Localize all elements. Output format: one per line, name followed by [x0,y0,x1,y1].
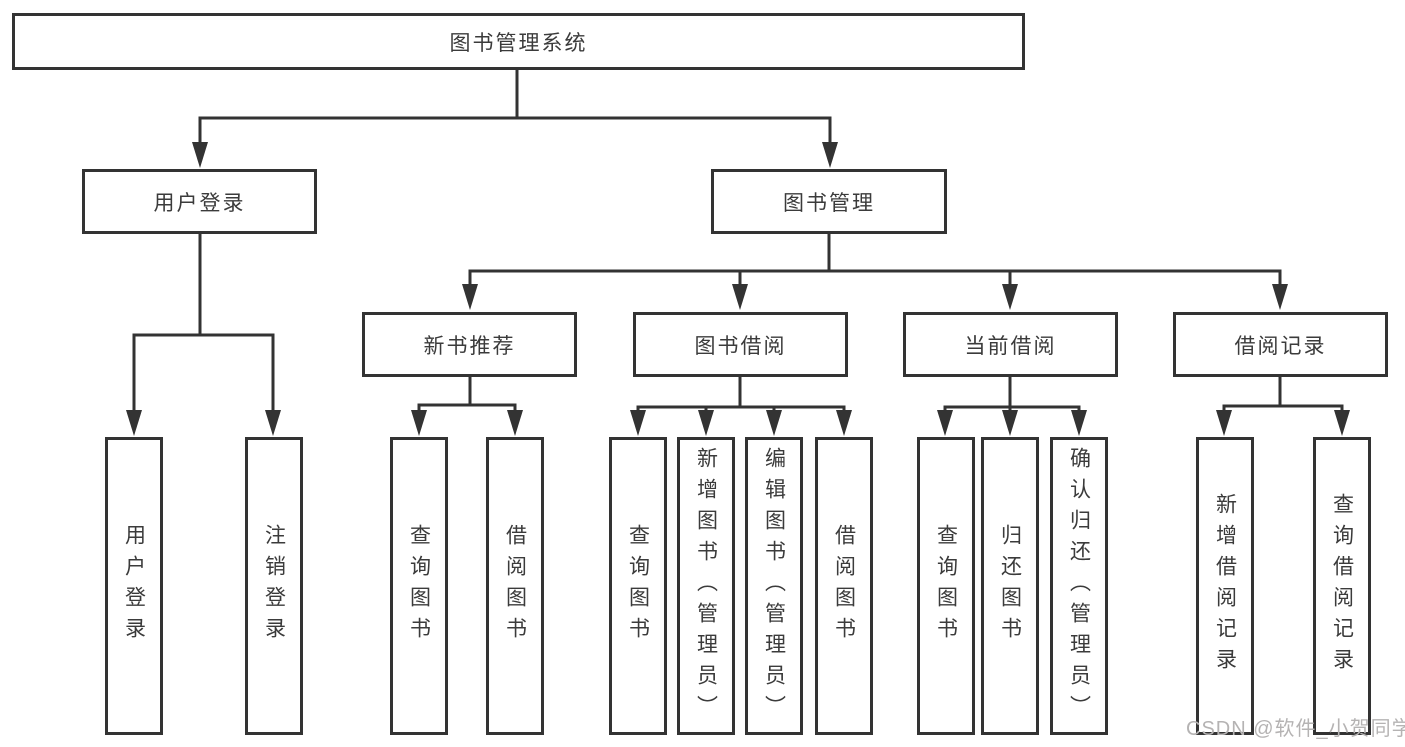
node-cb-return-books: 归还图书 [981,437,1039,735]
csdn-watermark: CSDN @软件_小贺同学 [1186,718,1405,740]
node-book-borrowing: 图书借阅 [633,312,848,377]
node-leaf-logout-label: 注销登录 [262,524,286,648]
connector-currentborrow-to-leaves [943,375,1081,414]
node-cb-query-books: 查询图书 [917,437,975,735]
node-cb-confirm-return-admin: 确认归还（管理员） [1050,437,1108,735]
arrowhead-bb-borrow [836,410,852,436]
node-new-book-recommend-label: 新书推荐 [423,334,516,358]
node-bb-query-books-label: 查询图书 [626,524,650,648]
arrowhead-user-login [192,142,208,168]
connector-bookborrow-to-leaves [636,375,846,414]
node-leaf-login: 用户登录 [105,437,163,735]
node-nb-borrow-books-label: 借阅图书 [503,524,527,648]
arrowhead-bb-add [698,410,714,436]
arrowhead-bb-edit [766,410,782,436]
node-book-management: 图书管理 [711,169,947,234]
node-book-management-label: 图书管理 [783,191,875,215]
node-new-book-recommend: 新书推荐 [362,312,577,377]
arrowhead-bb-query [630,410,646,436]
node-book-borrowing-label: 图书借阅 [694,334,787,358]
node-root-system-label: 图书管理系统 [449,31,588,55]
arrowhead-br-add [1216,410,1232,436]
node-br-add-record: 新增借阅记录 [1196,437,1254,735]
node-borrowing-records-label: 借阅记录 [1234,334,1327,358]
node-current-borrowing-label: 当前借阅 [964,334,1057,358]
arrowhead-borrowing-records [1272,284,1288,310]
arrowhead-nb-borrow [507,410,523,436]
node-nb-query-books-label: 查询图书 [407,524,431,648]
connector-records-to-leaves [1222,375,1344,414]
node-bb-edit-books-admin: 编辑图书（管理员） [745,437,803,735]
node-bb-add-books-admin-label: 新增图书（管理员） [694,446,718,726]
arrowhead-leaf-logout [265,410,281,436]
node-cb-query-books-label: 查询图书 [934,524,958,648]
arrowhead-br-query [1334,410,1350,436]
node-user-login: 用户登录 [82,169,317,234]
arrowhead-cb-query [937,410,953,436]
connector-root-to-level2 [198,68,832,146]
arrowhead-cb-return [1002,410,1018,436]
arrowhead-nb-query [411,410,427,436]
node-bb-query-books: 查询图书 [609,437,667,735]
node-borrowing-records: 借阅记录 [1173,312,1388,377]
node-nb-borrow-books: 借阅图书 [486,437,544,735]
node-leaf-login-label: 用户登录 [122,524,146,648]
node-bb-borrow-books: 借阅图书 [815,437,873,735]
node-current-borrowing: 当前借阅 [903,312,1118,377]
arrowhead-book-borrowing [732,284,748,310]
node-cb-confirm-return-admin-label: 确认归还（管理员） [1067,446,1091,726]
node-bb-borrow-books-label: 借阅图书 [832,524,856,648]
arrowhead-cb-confirm [1071,410,1087,436]
node-leaf-logout: 注销登录 [245,437,303,735]
node-br-add-record-label: 新增借阅记录 [1213,493,1237,679]
node-bb-edit-books-admin-label: 编辑图书（管理员） [762,446,786,726]
node-br-query-record-label: 查询借阅记录 [1330,493,1354,679]
node-cb-return-books-label: 归还图书 [998,524,1022,648]
arrowhead-leaf-login [126,410,142,436]
node-br-query-record: 查询借阅记录 [1313,437,1371,735]
node-bb-add-books-admin: 新增图书（管理员） [677,437,735,735]
node-root-system: 图书管理系统 [12,13,1025,70]
node-user-login-label: 用户登录 [153,191,246,215]
connector-userlogin-to-leaves [132,231,275,414]
arrowhead-book-management [822,142,838,168]
connector-bookmgmt-to-level3 [468,232,1282,288]
arrowhead-new-book-recommend [462,284,478,310]
connector-newbooks-to-leaves [417,375,517,414]
arrowhead-current-borrowing [1002,284,1018,310]
node-nb-query-books: 查询图书 [390,437,448,735]
